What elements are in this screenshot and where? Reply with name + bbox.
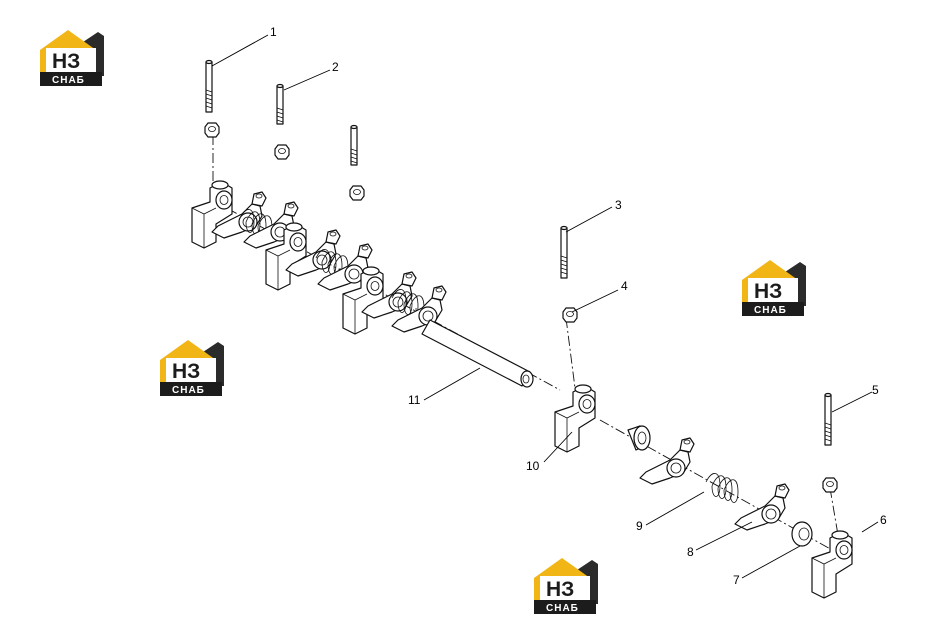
logo-mark: НЗ: [754, 280, 782, 303]
nut-3: [349, 185, 365, 201]
callout-7: 7: [733, 573, 740, 587]
callout-6: 6: [880, 513, 887, 527]
logo-text: СНАБ: [172, 385, 205, 396]
nut-1: [204, 122, 220, 138]
logo-top-left: НЗ СНАБ: [40, 30, 104, 86]
washer-part-7: [791, 521, 813, 547]
bushing: [627, 425, 651, 451]
callout-11: 11: [408, 393, 421, 407]
callout-9: 9: [636, 519, 643, 533]
nut-part-4: [562, 307, 578, 323]
logo-text: СНАБ: [52, 75, 85, 86]
logo-mark: НЗ: [546, 578, 574, 601]
logo-text: СНАБ: [754, 305, 787, 316]
stud-part-2: [276, 83, 284, 125]
callout-4: 4: [621, 279, 628, 293]
logo-middle-left: НЗ СНАБ: [160, 340, 224, 396]
logo-mark: НЗ: [172, 360, 200, 383]
callout-5: 5: [872, 383, 879, 397]
stud-part-3: [560, 225, 568, 279]
nut-5: [822, 477, 838, 493]
nut-2: [274, 144, 290, 160]
stud-part-5: [824, 392, 832, 446]
stud-part-1: [205, 59, 213, 113]
callout-8: 8: [687, 545, 694, 559]
callout-10: 10: [526, 459, 540, 473]
stud-part-2b: [350, 124, 358, 166]
rocker-assembly: [191, 180, 534, 388]
assembly-axis: [211, 135, 851, 561]
leader-lines: [211, 34, 879, 579]
support-part-6: [811, 530, 853, 599]
logo-mark: НЗ: [52, 50, 80, 73]
rocker-part-8: [734, 483, 790, 531]
logo-right: НЗ СНАБ: [742, 260, 806, 316]
callout-3: 3: [615, 198, 622, 212]
callout-2: 2: [332, 60, 339, 74]
logo-bottom: НЗ СНАБ: [534, 558, 598, 614]
callout-1: 1: [270, 25, 277, 39]
support-part-10: [554, 384, 596, 453]
logo-text: СНАБ: [546, 603, 579, 614]
